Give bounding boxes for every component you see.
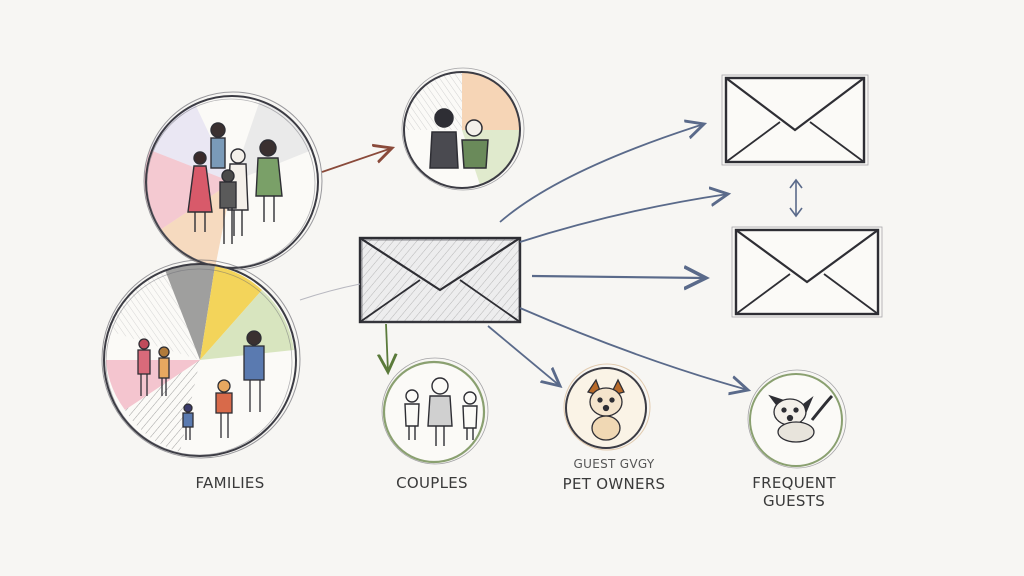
label-frequent: FREQUENT (752, 474, 836, 492)
arrow-center-to-mid-upper (519, 194, 728, 243)
double-arrow-icon (789, 178, 803, 218)
segments-circle (101, 259, 301, 459)
arrows (299, 124, 748, 390)
segment-figures-icon (137, 330, 265, 440)
arrow-center-to-pet (487, 325, 560, 386)
arrow-families-to-couple-pie (321, 148, 392, 173)
arrow-center-to-frequent (519, 307, 748, 390)
puppy-icon (586, 378, 625, 441)
couples-circle (381, 357, 489, 465)
arrow-center-to-middle-right (531, 276, 706, 278)
dog-icon (768, 394, 834, 443)
envelope-middle-right-icon (731, 226, 883, 318)
label-pet-owners: PET OWNERS (562, 475, 666, 493)
couples-figures-icon (404, 377, 478, 446)
families-circle (143, 91, 323, 271)
arrow-center-to-top-right (499, 124, 704, 223)
envelope-top-right-icon (721, 74, 869, 166)
label-pet-owners-scribble: GUEST GVGY (573, 457, 655, 471)
label-families: FAMILIES (195, 474, 265, 492)
family-figures-icon (187, 122, 283, 244)
arrow-center-to-couples (386, 323, 388, 372)
label-guests: GUESTS (762, 492, 826, 510)
pet-owners-circle (563, 363, 651, 451)
center-envelope-icon (358, 236, 522, 324)
light-connector (299, 283, 361, 301)
frequent-guests-circle (747, 369, 847, 469)
couple-pie-circle (401, 67, 525, 191)
label-couples: COUPLES (396, 474, 468, 492)
